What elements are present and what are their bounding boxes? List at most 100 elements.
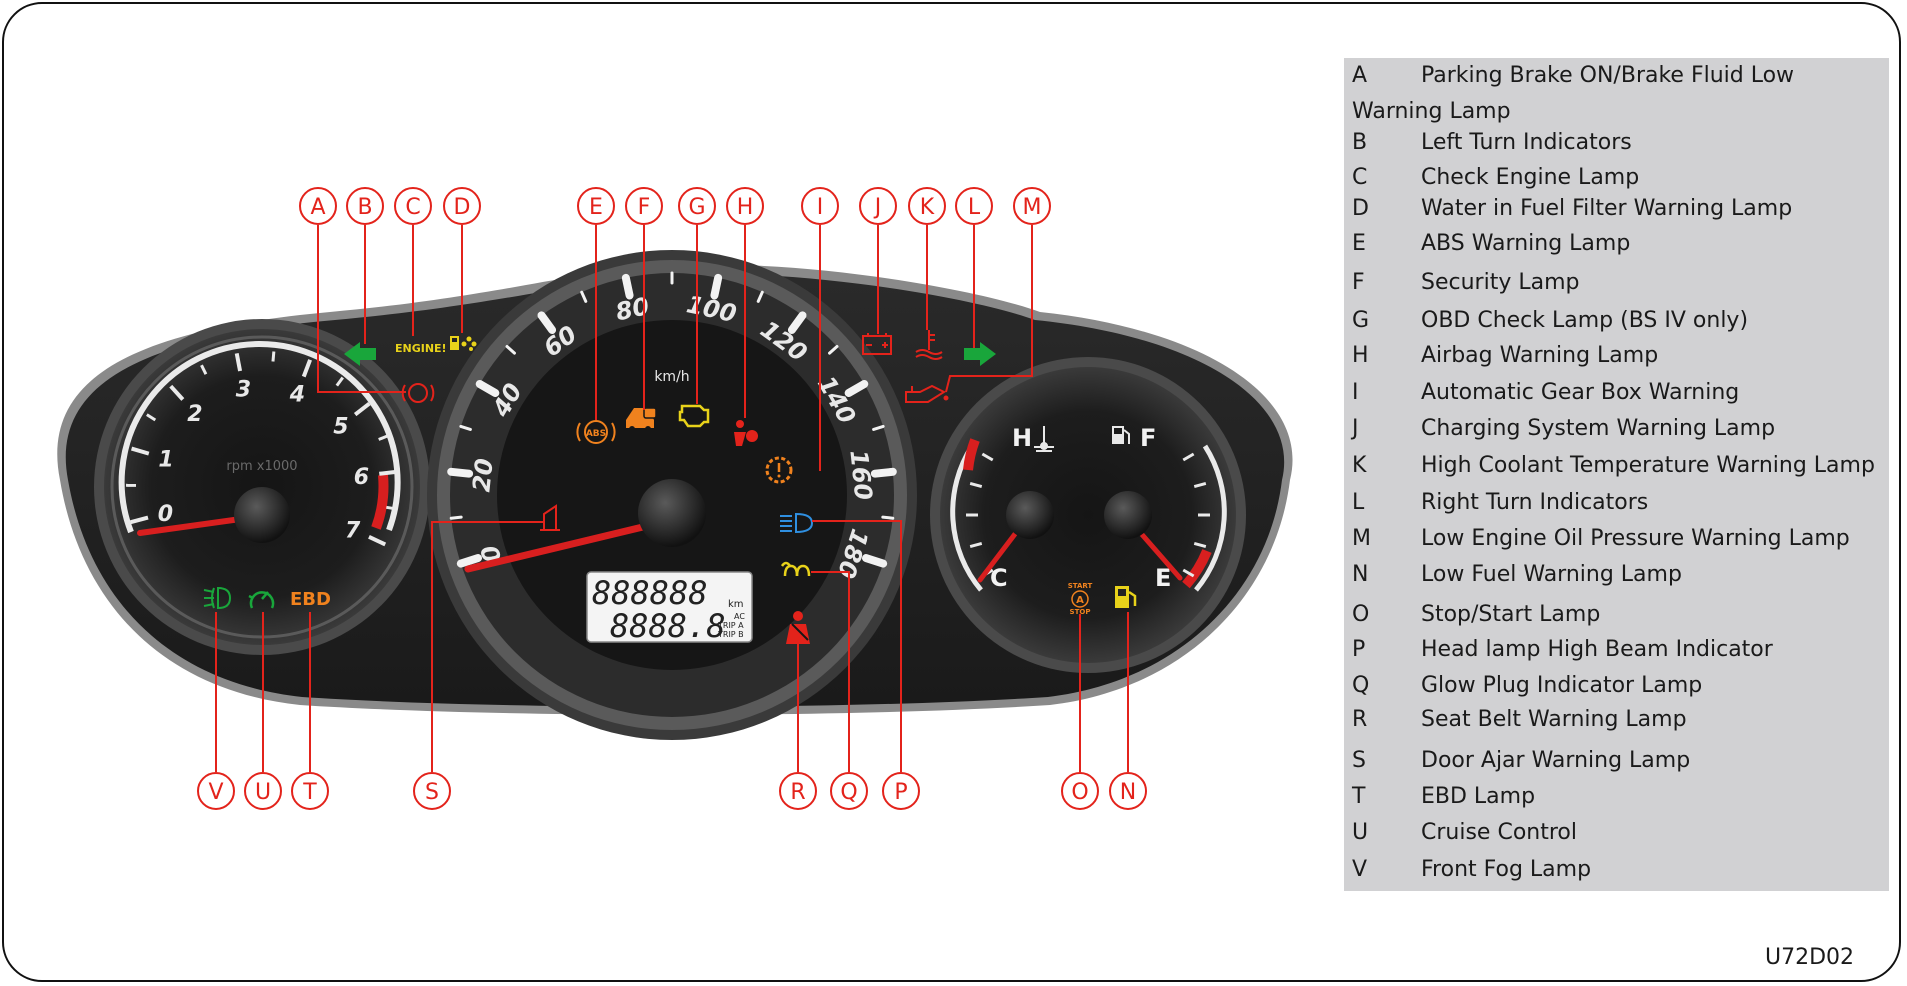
callout-C: C <box>394 187 432 225</box>
front-fog-lamp-icon <box>203 586 232 610</box>
legend-row-S: S Door Ajar Warning Lamp <box>1344 746 1889 776</box>
legend-letter: A <box>1352 63 1368 88</box>
callout-P: P <box>882 772 920 810</box>
callout-A: A <box>299 187 337 225</box>
tachometer-number: 5 <box>333 415 348 440</box>
svg-text:I: I <box>817 195 824 220</box>
temp-hot-label: H <box>1012 424 1032 452</box>
legend-letter: J <box>1352 416 1359 441</box>
legend-text: Right Turn Indicators <box>1421 490 1649 515</box>
legend-text: Water in Fuel Filter Warning Lamp <box>1421 196 1793 221</box>
legend-letter: Q <box>1352 673 1370 698</box>
speedometer-needle <box>464 516 676 573</box>
stop-start-icon: START A STOP <box>1068 582 1093 616</box>
callout-T: T <box>291 772 329 810</box>
tachometer-number: 4 <box>289 382 305 407</box>
temp-tick <box>969 542 983 549</box>
callout-F: F <box>625 187 663 225</box>
callout-O: O <box>1061 772 1099 810</box>
speedometer-tick <box>881 515 895 520</box>
callout-J: J <box>859 187 897 225</box>
callout-M: M <box>1013 187 1051 225</box>
fuel-needle-hub <box>1104 491 1152 539</box>
legend-row-N: N Low Fuel Warning Lamp <box>1344 560 1889 590</box>
legend-row-H: H Airbag Warning Lamp <box>1344 341 1889 371</box>
svg-text:G: G <box>688 195 705 220</box>
airbag-warning-icon <box>734 420 758 446</box>
legend-letter: P <box>1352 637 1366 662</box>
temp-tick <box>969 481 983 488</box>
svg-text:Q: Q <box>840 780 857 805</box>
fuel-tick <box>1182 452 1195 462</box>
callout-D: D <box>443 187 481 225</box>
speedometer-tick <box>449 515 463 520</box>
legend-row-L: L Right Turn Indicators <box>1344 488 1889 518</box>
legend-text: Charging System Warning Lamp <box>1421 416 1776 441</box>
seat-belt-warning-icon <box>786 611 810 644</box>
legend-row-V: V Front Fog Lamp <box>1344 855 1889 885</box>
speedometer-tick <box>872 424 885 431</box>
legend-letter: K <box>1352 453 1367 478</box>
temp-needle-hub <box>1006 491 1054 539</box>
callout-H: H <box>726 187 764 225</box>
stop-start-bottom-text: STOP <box>1070 608 1091 616</box>
speedometer-tick <box>459 424 472 431</box>
legend-text: Head lamp High Beam Indicator <box>1421 637 1773 662</box>
speedometer-tick <box>580 290 588 303</box>
legend-letter: T <box>1352 784 1366 809</box>
svg-text:N: N <box>1120 780 1136 805</box>
stop-start-top-text: START <box>1068 582 1093 590</box>
legend-letter: G <box>1352 308 1370 333</box>
fuel-tick <box>1193 481 1207 488</box>
svg-text:L: L <box>968 195 981 220</box>
callout-B: B <box>346 187 384 225</box>
tachometer-tick <box>130 446 150 456</box>
svg-text:T: T <box>302 780 317 805</box>
legend-text: Check Engine Lamp <box>1421 165 1640 190</box>
fuel-tick <box>1193 542 1207 549</box>
callout-R: R <box>779 772 817 810</box>
legend-text: Low Fuel Warning Lamp <box>1421 562 1682 587</box>
legend-row-U: U Cruise Control <box>1344 818 1889 848</box>
tachometer-tick <box>368 535 387 547</box>
speedometer-ticks <box>447 271 897 568</box>
callout-leader-lines <box>215 225 1129 772</box>
legend-row-A: A Parking Brake ON/Brake Fluid Low <box>1344 61 1889 91</box>
lcd-display: 888888 km 8888.8 AC TRIP A TRIP B <box>586 571 753 645</box>
svg-text:R: R <box>790 780 805 805</box>
security-lamp-icon <box>626 407 657 432</box>
speedometer-tick <box>475 380 500 397</box>
legend-letter: N <box>1352 562 1369 587</box>
tachometer-number: 3 <box>236 378 251 403</box>
low-fuel-icon <box>1115 586 1137 608</box>
speedometer-tick <box>537 311 557 334</box>
legend-row-Q: Q Glow Plug Indicator Lamp <box>1344 671 1889 701</box>
tachometer-tick <box>130 515 149 525</box>
legend-row-B: B Left Turn Indicators <box>1344 128 1889 158</box>
tachometer-tick <box>271 351 276 362</box>
temperature-symbol-icon <box>1034 426 1054 452</box>
lcd-odometer-unit: km <box>728 599 744 610</box>
high-beam-icon <box>780 512 814 534</box>
legend-row-G: G OBD Check Lamp (BS IV only) <box>1344 306 1889 336</box>
lcd-odometer: 888888 <box>592 574 708 612</box>
speedometer-hub <box>638 479 706 547</box>
fuel-full-label: F <box>1140 424 1156 452</box>
callout-E: E <box>577 187 615 225</box>
lcd-ac-label: AC <box>734 612 745 621</box>
speedometer-tick <box>505 344 516 355</box>
fuel-tick <box>1182 568 1195 578</box>
speedometer-tick <box>862 554 888 568</box>
tachometer-number: 0 <box>158 502 173 527</box>
tachometer-tick <box>378 434 389 441</box>
legend-text: Stop/Start Lamp <box>1421 602 1601 627</box>
gearbox-warning-icon <box>765 456 793 484</box>
legend-row-R: R Seat Belt Warning Lamp <box>1344 705 1889 735</box>
legend-text: Security Lamp <box>1421 270 1580 295</box>
legend-row-D: D Water in Fuel Filter Warning Lamp <box>1344 194 1889 224</box>
legend-letter: R <box>1352 707 1368 732</box>
tachometer-number: 1 <box>158 448 173 473</box>
svg-text:S: S <box>425 780 439 805</box>
legend-letter: O <box>1352 602 1370 627</box>
